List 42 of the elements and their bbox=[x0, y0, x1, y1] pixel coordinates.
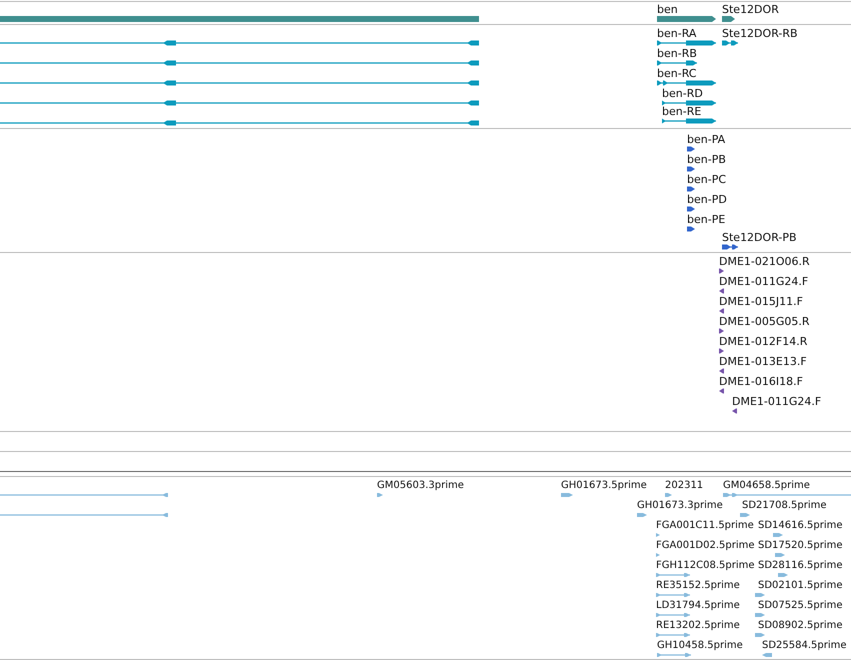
feature-label: ben bbox=[657, 3, 678, 16]
feature-label: RE13202.5prime bbox=[656, 619, 740, 632]
feature-label: FGH112C08.5prime bbox=[656, 559, 754, 572]
feature-label: ben-RC bbox=[657, 67, 696, 80]
feature-label: GH01673.3prime bbox=[637, 499, 723, 512]
feature-label: ben-RA bbox=[657, 27, 696, 40]
feature-label: SD07525.5prime bbox=[758, 599, 843, 612]
feature-label: Ste12DOR bbox=[722, 3, 779, 16]
feature-label: Ste12DOR-RB bbox=[722, 27, 798, 40]
feature-label: ben-RD bbox=[662, 87, 703, 100]
feature-label: SD02101.5prime bbox=[758, 579, 843, 592]
feature-label: ben-PE bbox=[687, 213, 726, 226]
feature-label: FGA001D02.5prime bbox=[656, 539, 755, 552]
feature-label: DME1-012F14.R bbox=[719, 335, 808, 348]
feature-label: GH10458.5prime bbox=[657, 639, 743, 652]
feature-label: ben-PC bbox=[687, 173, 726, 186]
feature-label: SD17520.5prime bbox=[758, 539, 843, 552]
feature-label: DME1-021O06.R bbox=[719, 255, 810, 268]
feature-label: LD31794.5prime bbox=[656, 599, 740, 612]
feature-label: DME1-015J11.F bbox=[719, 295, 803, 308]
feature-label: DME1-011G24.F bbox=[719, 275, 808, 288]
feature-label: GH01673.5prime bbox=[561, 479, 647, 492]
feature-label: GM05603.3prime bbox=[377, 479, 464, 492]
feature-label: ben-RB bbox=[657, 47, 697, 60]
feature-label: DME1-005G05.R bbox=[719, 315, 810, 328]
feature-label: FGA001C11.5prime bbox=[656, 519, 754, 532]
feature-label: GM04658.5prime bbox=[723, 479, 810, 492]
feature-label: DME1-016I18.F bbox=[719, 375, 803, 388]
feature-label: ben-PD bbox=[687, 193, 727, 206]
feature-label: SD21708.5prime bbox=[742, 499, 827, 512]
feature-label: DME1-013E13.F bbox=[719, 355, 807, 368]
feature-label: ben-PA bbox=[687, 133, 726, 146]
feature-label: 202311 bbox=[665, 479, 704, 492]
feature-label: DME1-011G24.F bbox=[732, 395, 822, 408]
feature-label: SD25584.5prime bbox=[762, 639, 847, 652]
feature-label: SD14616.5prime bbox=[758, 519, 843, 532]
feature-label: Ste12DOR-PB bbox=[722, 231, 797, 244]
feature-label: ben-PB bbox=[687, 153, 726, 166]
feature-label: RE35152.5prime bbox=[656, 579, 740, 592]
feature-label: ben-RE bbox=[662, 105, 702, 118]
feature-label: SD28116.5prime bbox=[758, 559, 843, 572]
feature-label: SD08902.5prime bbox=[758, 619, 843, 632]
